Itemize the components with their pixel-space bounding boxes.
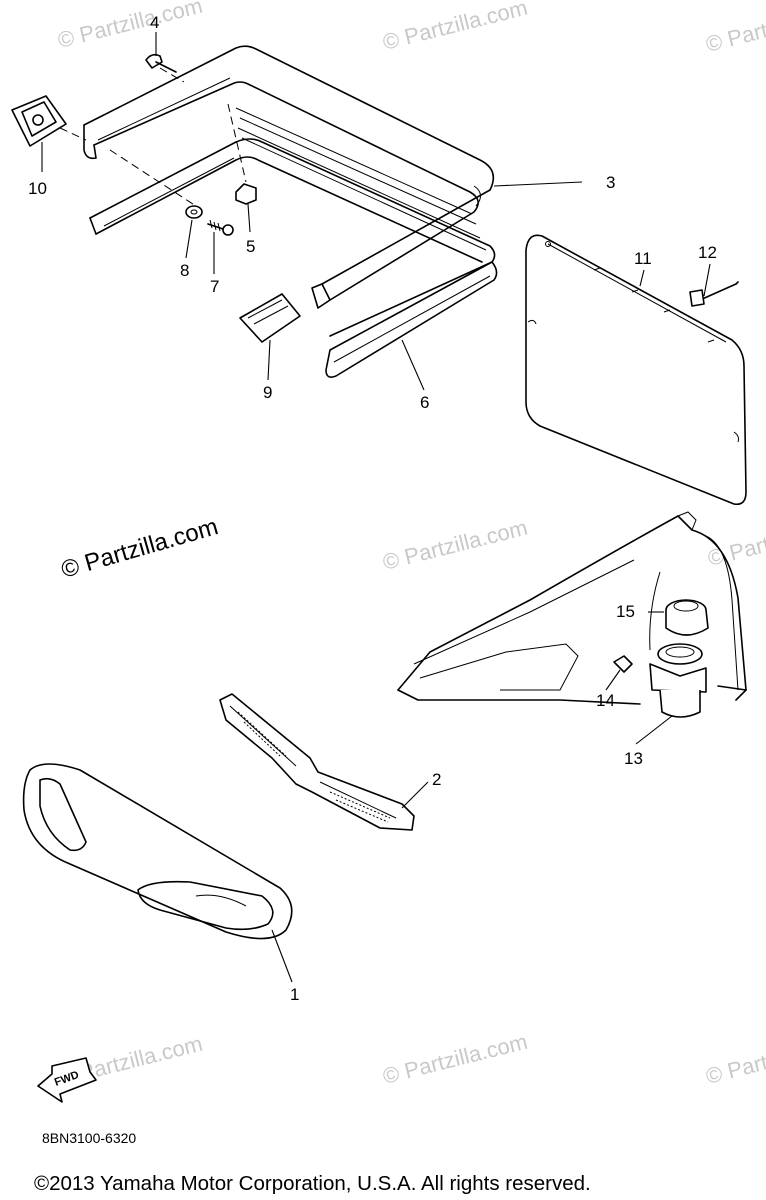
callout-3: 3 bbox=[606, 173, 615, 192]
callout-4: 4 bbox=[150, 13, 159, 32]
callout-6: 6 bbox=[420, 393, 429, 412]
callout-10: 10 bbox=[28, 179, 47, 198]
watermark: © Partzilla.com bbox=[380, 0, 530, 55]
frame-lower-strips bbox=[89, 107, 496, 337]
part-11-panel bbox=[525, 234, 747, 506]
part-14-plug bbox=[613, 655, 633, 673]
diagram-code: 8BN3100-6320 bbox=[42, 1130, 136, 1146]
part-12-pin bbox=[689, 281, 739, 307]
copyright-text: ©2013 Yamaha Motor Corporation, U.S.A. A… bbox=[34, 1172, 591, 1195]
part-15-cap bbox=[665, 599, 709, 636]
watermark-dark: © Partzilla.com bbox=[58, 513, 221, 584]
callout-11: 11 bbox=[634, 249, 652, 268]
callouts: 1 2 3 4 5 6 7 8 9 10 11 12 13 14 15 bbox=[28, 13, 717, 1004]
callout-5: 5 bbox=[246, 237, 255, 256]
part-4-clip bbox=[145, 53, 177, 73]
part-7-screw bbox=[207, 219, 234, 236]
callout-12: 12 bbox=[698, 243, 717, 262]
watermark: © Partzilla.com bbox=[705, 511, 766, 571]
part-8-washer bbox=[185, 205, 203, 219]
part-9-pad bbox=[239, 293, 301, 343]
callout-9: 9 bbox=[263, 383, 272, 402]
watermark: © Partzilla.com bbox=[703, 1029, 766, 1089]
watermark: © Partzilla.com bbox=[380, 515, 530, 575]
watermark: © Partzilla.com bbox=[55, 0, 205, 53]
callout-14: 14 bbox=[596, 691, 615, 710]
callout-13: 13 bbox=[624, 749, 643, 768]
watermark: © Partzilla.com bbox=[703, 0, 766, 57]
callout-1: 1 bbox=[290, 985, 299, 1004]
part-3-frame bbox=[83, 45, 495, 309]
callout-15: 15 bbox=[616, 602, 635, 621]
part-5-nut bbox=[235, 183, 257, 205]
part-1-grille bbox=[22, 763, 293, 940]
callout-7: 7 bbox=[210, 277, 219, 296]
part-10-bracket bbox=[11, 95, 67, 147]
watermark: © Partzilla.com bbox=[380, 1029, 530, 1089]
part-13-plug bbox=[649, 643, 707, 718]
callout-8: 8 bbox=[180, 261, 189, 280]
fwd-arrow-icon: FWD bbox=[37, 1057, 97, 1103]
side-cover bbox=[397, 511, 747, 705]
guide-lines bbox=[59, 67, 247, 207]
leader-lines bbox=[41, 32, 711, 983]
part-6-strip bbox=[325, 261, 498, 378]
part-2-duct bbox=[219, 693, 415, 831]
callout-2: 2 bbox=[432, 770, 441, 789]
